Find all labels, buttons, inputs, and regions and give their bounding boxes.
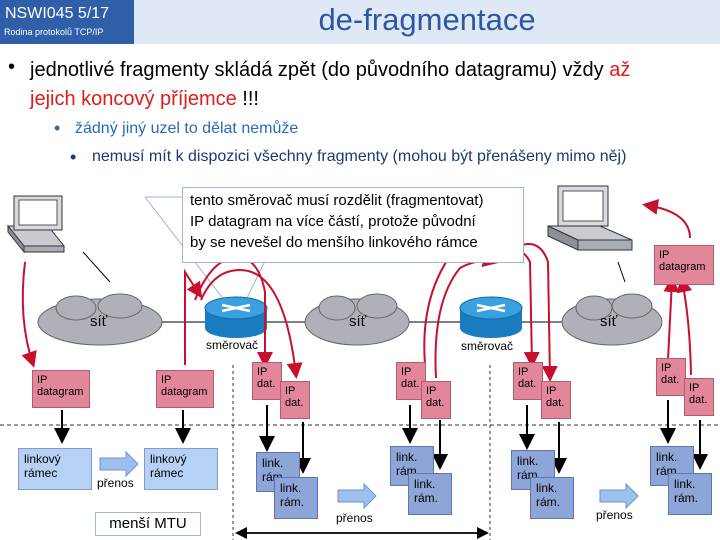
course-subtitle: Rodina protokolů TCP/IP — [4, 27, 104, 37]
cloud-right-label: síť — [600, 313, 618, 330]
router-left-icon — [204, 296, 268, 338]
bullet-main: jednotlivé fragmenty skládá zpět (do pův… — [30, 56, 710, 114]
sub-bullet-marker: • — [54, 118, 61, 138]
bullet-main-emphasis: až — [609, 59, 631, 81]
sub-bullet-1: žádný jiný uzel to dělat nemůže — [75, 120, 299, 137]
course-code: NSWI045 5/17 — [5, 5, 110, 22]
transfer-arrow-1-icon — [99, 450, 139, 478]
small-link-frame-box: link.rám. — [530, 477, 574, 519]
title-bar — [134, 0, 720, 44]
bullet-main-tail: !!! — [236, 88, 259, 110]
callout-box — [182, 187, 524, 263]
cloud-right-icon — [561, 293, 663, 346]
course-header-box — [0, 0, 134, 44]
sub-bullet-2: nemusí mít k dispozici všechny fragmenty… — [92, 148, 627, 165]
router-left-label: směrovač — [206, 338, 259, 352]
bullet-main-text: jednotlivé fragmenty skládá zpět (do pův… — [30, 59, 610, 81]
router-right-label: směrovač — [461, 339, 514, 353]
transfer-label: přenos — [97, 476, 134, 490]
cloud-left-label: síť — [90, 313, 108, 330]
cloud-middle-icon — [304, 293, 410, 346]
small-link-frame-box: link.rám. — [408, 473, 452, 515]
small-link-frame-box: link.rám. — [668, 473, 712, 515]
sub-sub-bullet-marker: • — [70, 147, 77, 167]
computer-left-icon — [6, 195, 66, 254]
transfer-arrow-2-icon — [337, 482, 377, 510]
callout-line-2: IP datagram na více částí, protože původ… — [190, 213, 476, 230]
callout-text: tento směrovač musí rozdělit (fragmentov… — [190, 190, 520, 253]
slide-title: de-fragmentace — [318, 2, 536, 37]
callout-line-1: tento směrovač musí rozdělit (fragmentov… — [190, 192, 484, 209]
transfer-label: přenos — [596, 508, 633, 522]
transfer-arrow-3-icon — [599, 482, 639, 510]
callout-line-3: by se nevešel do menšího linkového rámce — [190, 234, 478, 251]
bullet-marker: • — [8, 56, 16, 78]
router-right-icon — [459, 296, 523, 338]
smaller-mtu-label: menší MTU — [95, 512, 201, 536]
computer-right-icon — [547, 185, 633, 251]
bullet-main-emphasis-2: jejich koncový příjemce — [30, 88, 237, 110]
cloud-middle-label: síť — [349, 313, 367, 330]
cloud-left-icon — [37, 293, 163, 346]
transfer-label: přenos — [336, 511, 373, 525]
small-link-frame-box: link.rám. — [274, 477, 318, 519]
